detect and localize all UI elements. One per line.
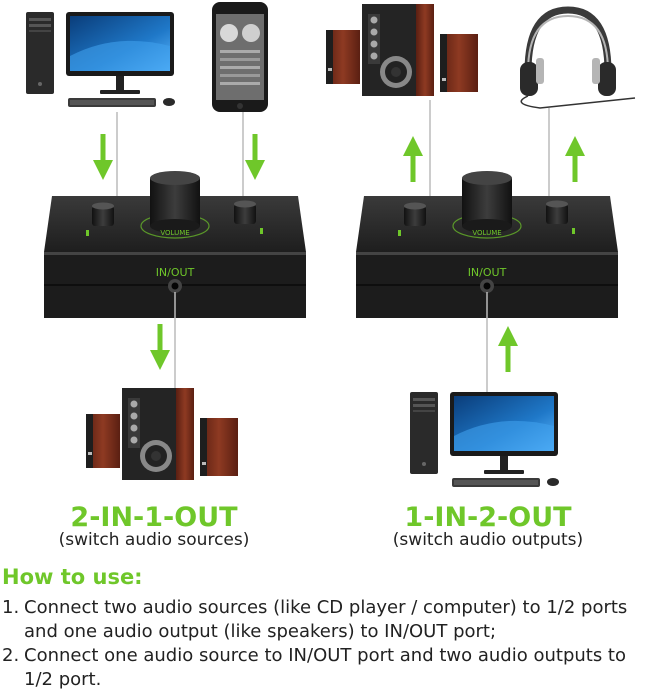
volume-label-left: VOLUME (160, 229, 189, 237)
usage-diagram: IN/OUT VOLUME IN/OUT VOLUME (26, 2, 636, 487)
speaker-system-icon (86, 388, 238, 480)
instruction-list: 1. Connect two audio sources (like CD pl… (2, 596, 642, 692)
volume-label-right: VOLUME (472, 229, 501, 237)
mode-title-2in1out: 2-IN-1-OUT (70, 502, 238, 533)
desktop-computer-icon (26, 12, 175, 107)
how-to-use-title: How to use: (2, 565, 143, 589)
mode-subtitle-2in1out: (switch audio sources) (58, 530, 250, 550)
port-label-left: IN/OUT (156, 266, 195, 279)
step-number: 2. (2, 645, 20, 666)
desktop-computer-icon (410, 392, 559, 487)
step-number: 1. (2, 597, 20, 618)
step-text: Connect two audio sources (like CD playe… (24, 597, 628, 642)
headphones-icon (520, 6, 636, 109)
instruction-step: 2. Connect one audio source to IN/OUT po… (2, 644, 642, 692)
mode-subtitle-1in2out: (switch audio outputs) (392, 530, 584, 550)
speaker-system-icon (326, 4, 478, 96)
mode-title-1in2out: 1-IN-2-OUT (404, 502, 572, 533)
step-text: Connect one audio source to IN/OUT port … (24, 645, 627, 690)
port-label-right: IN/OUT (468, 266, 507, 279)
instruction-step: 1. Connect two audio sources (like CD pl… (2, 596, 642, 644)
smartphone-icon (212, 2, 268, 112)
